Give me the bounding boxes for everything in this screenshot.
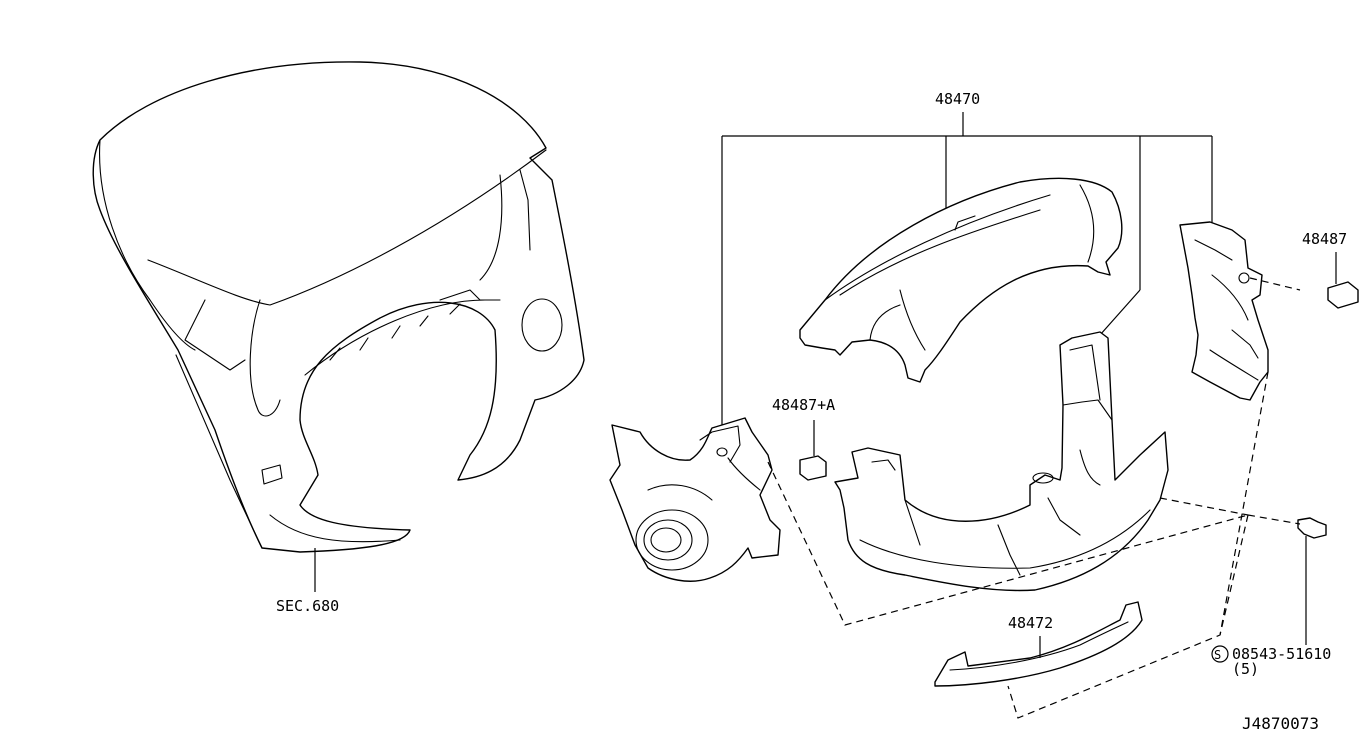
clip-left-label: 48487+A — [772, 396, 835, 414]
screw-part-label: 08543-51610 — [1232, 645, 1331, 663]
lower-cover-strip — [934, 601, 1143, 687]
lower-cover-label: 48472 — [1008, 614, 1053, 632]
fastener-dashed-lines — [767, 277, 1301, 719]
screw-qty-label: (5) — [1232, 660, 1259, 678]
screw — [1297, 517, 1327, 645]
clip-right — [1327, 252, 1359, 309]
diagram-id: J4870073 — [1242, 714, 1319, 733]
clip-left — [799, 420, 827, 481]
instrument-panel — [92, 61, 585, 553]
section-ref-label: SEC.680 — [276, 597, 339, 615]
lower-column-cover-tray — [834, 331, 1169, 592]
svg-text:S: S — [1214, 648, 1221, 662]
cover-assembly-leaders — [721, 112, 1213, 432]
cover-assembly-label: 48470 — [935, 90, 980, 108]
left-column-cover — [609, 417, 781, 582]
screw-symbol: S — [1211, 645, 1229, 663]
right-column-cover — [1179, 221, 1269, 401]
upper-column-cover — [799, 177, 1123, 383]
clip-right-label: 48487 — [1302, 230, 1347, 248]
